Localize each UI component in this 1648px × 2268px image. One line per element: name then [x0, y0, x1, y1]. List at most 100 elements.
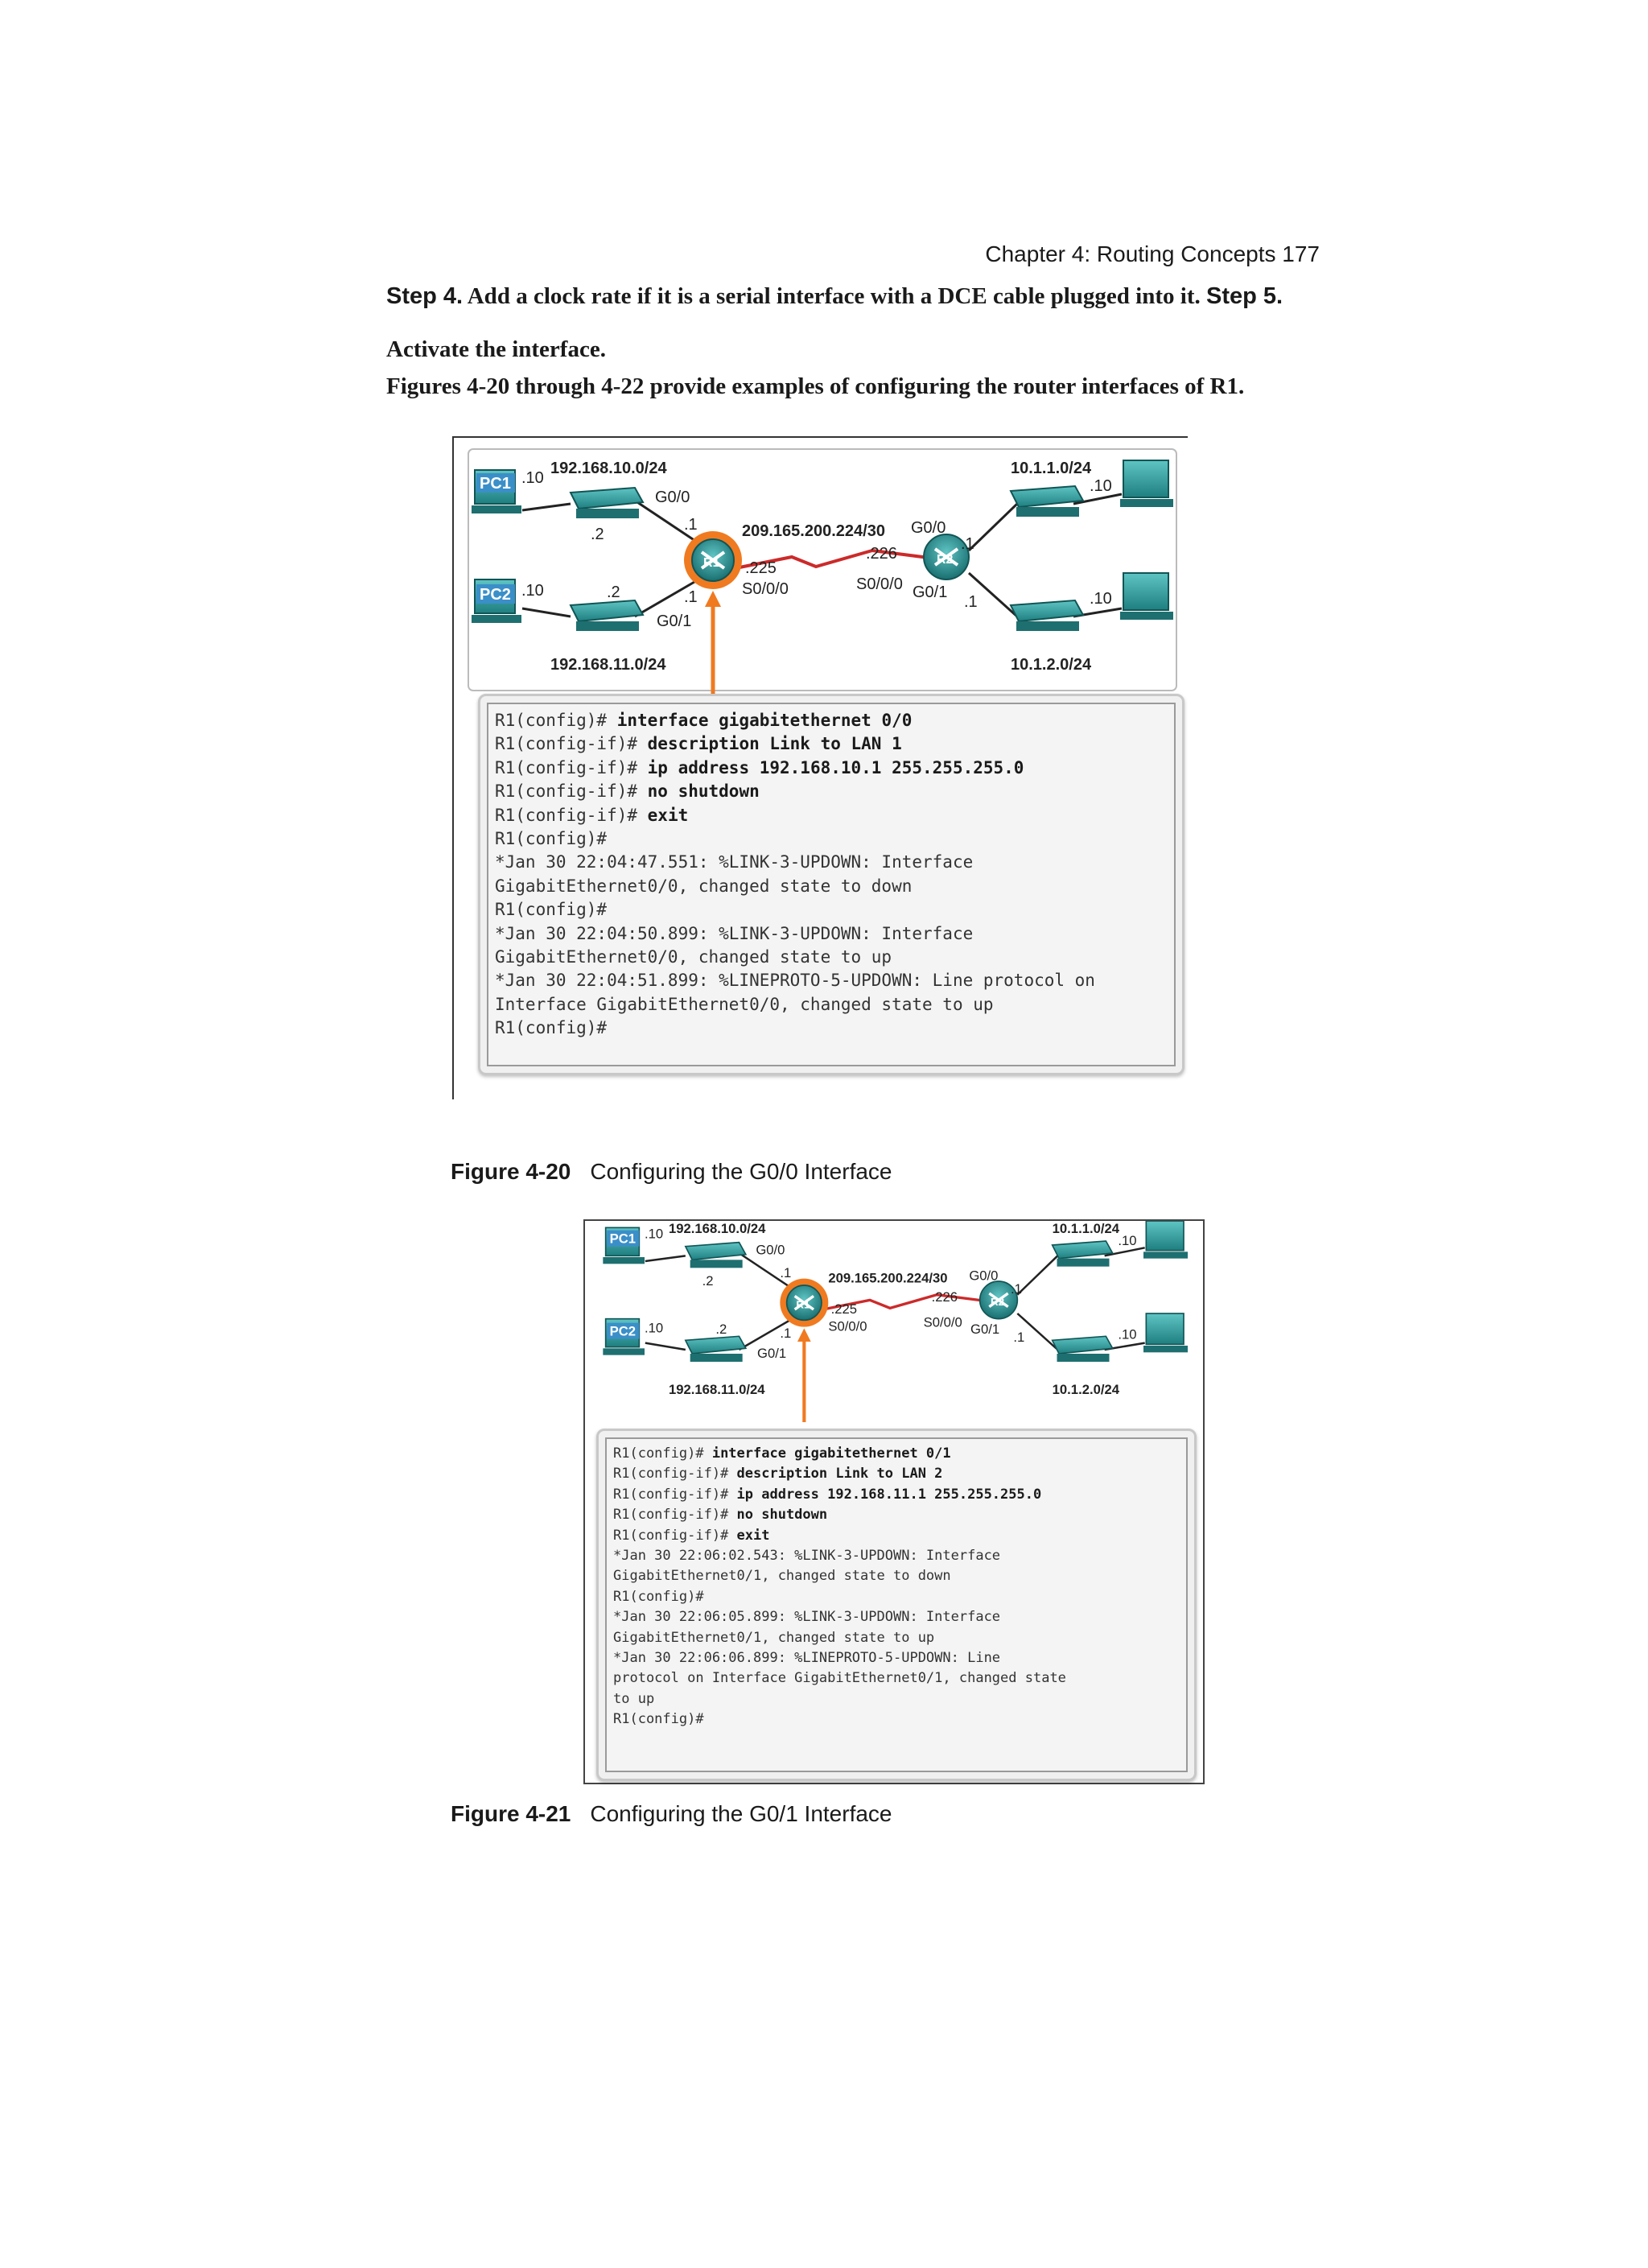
ethernet-links — [645, 1247, 1145, 1351]
highlight-arrow — [705, 591, 721, 695]
cli-line: protocol on Interface GigabitEthernet0/1… — [613, 1670, 1066, 1687]
figure-title: Configuring the G0/0 Interface — [590, 1159, 892, 1184]
r1-g00-label: G0/0 — [655, 489, 690, 506]
step-4-text: Add a clock rate if it is a serial inter… — [463, 283, 1206, 309]
r1-g00-ip: .1 — [780, 1265, 791, 1280]
r2-serial-label: S0/0/0 — [924, 1315, 962, 1330]
cli-line: GigabitEthernet0/0, changed state to dow… — [495, 876, 913, 896]
r2-lan1-host-label: .10 — [1090, 477, 1112, 495]
r2-label: R2 — [937, 553, 954, 567]
cli-line: *Jan 30 22:06:05.899: %LINK-3-UPDOWN: In… — [613, 1609, 1001, 1626]
r2-g01-label: G0/1 — [970, 1322, 999, 1337]
r2-lan1-host-label: .10 — [1118, 1233, 1136, 1248]
topology-diagram: PC1 PC2 .10 .10 192.168.10.0/24 192.168.… — [603, 1221, 1188, 1422]
r2-lan2-host-label: .10 — [1118, 1327, 1136, 1342]
figure-label: Figure 4-20 — [451, 1159, 571, 1184]
cli-output: R1(config)# interface gigabitethernet 0/… — [495, 709, 1168, 1041]
ethernet-links — [521, 493, 1123, 618]
lan2-network-label: 192.168.11.0/24 — [669, 1382, 765, 1397]
cli-line: GigabitEthernet0/1, changed state to dow… — [613, 1568, 951, 1585]
router-r1 — [684, 531, 742, 589]
r1-g01-ip: .1 — [780, 1326, 791, 1341]
pc1-label: PC1 — [480, 475, 511, 493]
cli-output-panel: R1(config)# interface gigabitethernet 0/… — [596, 1429, 1197, 1781]
cli-line: GigabitEthernet0/0, changed state to up — [495, 947, 892, 967]
pc2-label: PC2 — [610, 1324, 636, 1339]
r1-g00-label: G0/0 — [756, 1243, 785, 1258]
r1-label: R1 — [703, 556, 720, 570]
wan-network-label: 209.165.200.224/30 — [828, 1271, 947, 1286]
cli-line: *Jan 30 22:04:47.551: %LINK-3-UPDOWN: In… — [495, 852, 974, 872]
r1-g00-ip: .1 — [684, 516, 698, 534]
lan1-network-label: 192.168.10.0/24 — [669, 1221, 766, 1236]
r2-lan1-network-label: 10.1.1.0/24 — [1011, 460, 1092, 477]
cli-line: R1(config-if)# no shutdown — [495, 781, 760, 802]
cli-line: R1(config-if)# no shutdown — [613, 1507, 828, 1524]
r2-lan2-host-label: .10 — [1090, 590, 1112, 608]
r1-g01-label: G0/1 — [757, 1346, 786, 1361]
switch1-ip-label: .2 — [702, 1273, 714, 1289]
router-r2 — [923, 534, 970, 580]
highlight-arrow — [797, 1328, 811, 1422]
serial-link — [822, 1293, 990, 1311]
r2-g00-ip: .1 — [961, 535, 974, 553]
switch-r2-lan1 — [1009, 485, 1085, 517]
r1-serial-label: S0/0/0 — [742, 580, 789, 598]
cli-line: R1(config)# interface gigabitethernet 0/… — [613, 1445, 951, 1462]
r2-g00-ip: .1 — [1011, 1281, 1022, 1297]
step-4-paragraph: Step 4. Add a clock rate if it is a seri… — [386, 283, 1328, 310]
cli-line: *Jan 30 22:06:02.543: %LINK-3-UPDOWN: In… — [613, 1548, 1001, 1565]
figures-intro: Figures 4-20 through 4-22 provide exampl… — [386, 373, 1245, 399]
cli-line: R1(config)# — [495, 829, 608, 849]
cli-line: GigabitEthernet0/1, changed state to up — [613, 1629, 935, 1646]
serial-link — [735, 548, 936, 570]
figure-4-21: PC1 PC2 .10 .10 192.168.10.0/24 192.168.… — [583, 1219, 1205, 1784]
r1-serial-ip: .225 — [745, 559, 777, 577]
figure-label: Figure 4-21 — [451, 1801, 571, 1826]
lan-frame — [468, 448, 1177, 691]
pc1-host-label: .10 — [521, 469, 544, 487]
r1-g01-ip: .1 — [684, 588, 698, 606]
pc2-host-label: .10 — [521, 582, 544, 600]
cli-output: R1(config)# interface gigabitethernet 0/… — [613, 1444, 1180, 1730]
r2-lan2-network-label: 10.1.2.0/24 — [1053, 1382, 1120, 1397]
switch-lan2 — [684, 1335, 748, 1362]
r2-lan1-network-label: 10.1.1.0/24 — [1053, 1221, 1120, 1236]
switch-r2-lan1 — [1051, 1240, 1114, 1267]
cli-line: *Jan 30 22:06:06.899: %LINEPROTO-5-UPDOW… — [613, 1650, 1001, 1667]
cli-line: R1(config)# — [495, 900, 608, 920]
cli-line: R1(config-if)# description Link to LAN 1 — [495, 734, 902, 754]
r2-serial-ip: .226 — [932, 1289, 958, 1305]
pc-right-top — [1120, 460, 1173, 507]
r1-label: R1 — [796, 1298, 810, 1310]
cli-line: R1(config-if)# ip address 192.168.11.1 2… — [613, 1486, 1042, 1503]
pc-right-bottom — [1143, 1313, 1188, 1353]
pc2-label: PC2 — [480, 586, 511, 604]
cli-line: R1(config)# — [613, 1588, 704, 1605]
r2-g01-ip: .1 — [964, 593, 978, 611]
cli-line: to up — [613, 1690, 655, 1707]
r1-serial-label: S0/0/0 — [828, 1319, 867, 1334]
r2-serial-ip: .226 — [866, 545, 897, 563]
cli-line: *Jan 30 22:04:50.899: %LINK-3-UPDOWN: In… — [495, 923, 974, 943]
cli-line: Interface GigabitEthernet0/0, changed st… — [495, 994, 994, 1014]
switch1-ip-label: .2 — [591, 526, 604, 543]
step-5-text: Activate the interface. — [386, 336, 606, 362]
r2-g00-label: G0/0 — [911, 519, 946, 537]
r2-g01-ip: .1 — [1013, 1330, 1024, 1345]
pc-right-bottom — [1120, 572, 1173, 620]
r1-g01-label: G0/1 — [657, 612, 691, 630]
cli-output-inner: R1(config)# interface gigabitethernet 0/… — [487, 703, 1176, 1066]
figure-4-20: PC1 PC2 .10 .10 192.168.10.0/24 192.168.… — [452, 436, 1188, 1099]
cli-line: R1(config-if)# exit — [613, 1527, 770, 1544]
switch2-ip-label: .2 — [715, 1322, 727, 1337]
router-r1 — [780, 1278, 829, 1327]
pc2-host-label: .10 — [645, 1320, 663, 1335]
lan2-network-label: 192.168.11.0/24 — [550, 656, 666, 674]
r2-lan2-network-label: 10.1.2.0/24 — [1011, 656, 1092, 674]
pc-right-top — [1143, 1221, 1188, 1259]
cli-line: *Jan 30 22:04:51.899: %LINEPROTO-5-UPDOW… — [495, 971, 1095, 991]
router-r2 — [978, 1280, 1019, 1320]
